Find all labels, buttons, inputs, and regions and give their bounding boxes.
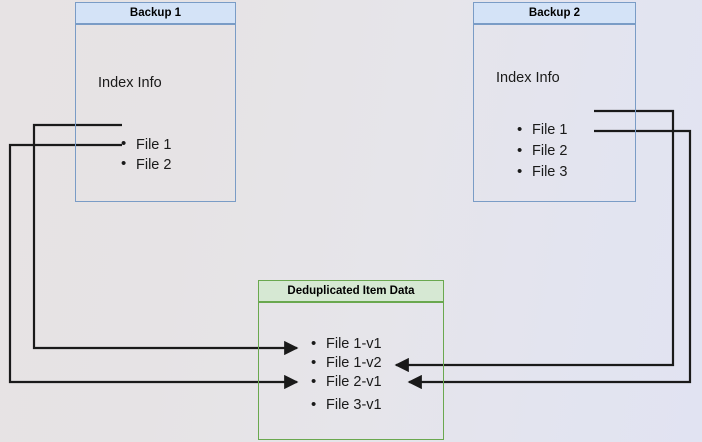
list-item: File 1 [517,119,567,141]
list-item: File 2 [121,154,171,175]
node-backup2-title: Backup 2 [473,2,636,24]
node-backup2[interactable]: Backup 2 Index Info File 1 File 2 File 3 [473,2,636,202]
list-item: File 1 [121,134,171,155]
list-item: File 3 [517,161,567,183]
node-deduplicated-item-data-body: File 1-v1 File 1-v2 File 2-v1 File 3-v1 [258,302,444,440]
node-backup1-body: Index Info File 1 File 2 [75,24,236,202]
list-item: File 2 [517,140,567,162]
list-item: File 1-v1 [311,334,382,354]
node-backup2-body: Index Info File 1 File 2 File 3 [473,24,636,202]
list-item: File 3-v1 [311,395,382,415]
node-deduplicated-item-data-title: Deduplicated Item Data [258,280,444,302]
list-item: File 2-v1 [311,372,382,392]
node-backup1-section-label: Index Info [98,75,162,91]
node-backup2-file-list: File 1 File 2 File 3 [517,119,567,183]
node-backup2-section-label: Index Info [496,70,560,86]
node-backup1[interactable]: Backup 1 Index Info File 1 File 2 [75,2,236,202]
list-item: File 1-v2 [311,353,382,373]
node-backup1-file-list: File 1 File 2 [121,134,171,175]
node-backup1-title: Backup 1 [75,2,236,24]
node-deduplicated-item-data[interactable]: Deduplicated Item Data File 1-v1 File 1-… [258,280,444,440]
node-deduplicated-item-data-file-list: File 1-v1 File 1-v2 File 2-v1 File 3-v1 [311,334,382,415]
